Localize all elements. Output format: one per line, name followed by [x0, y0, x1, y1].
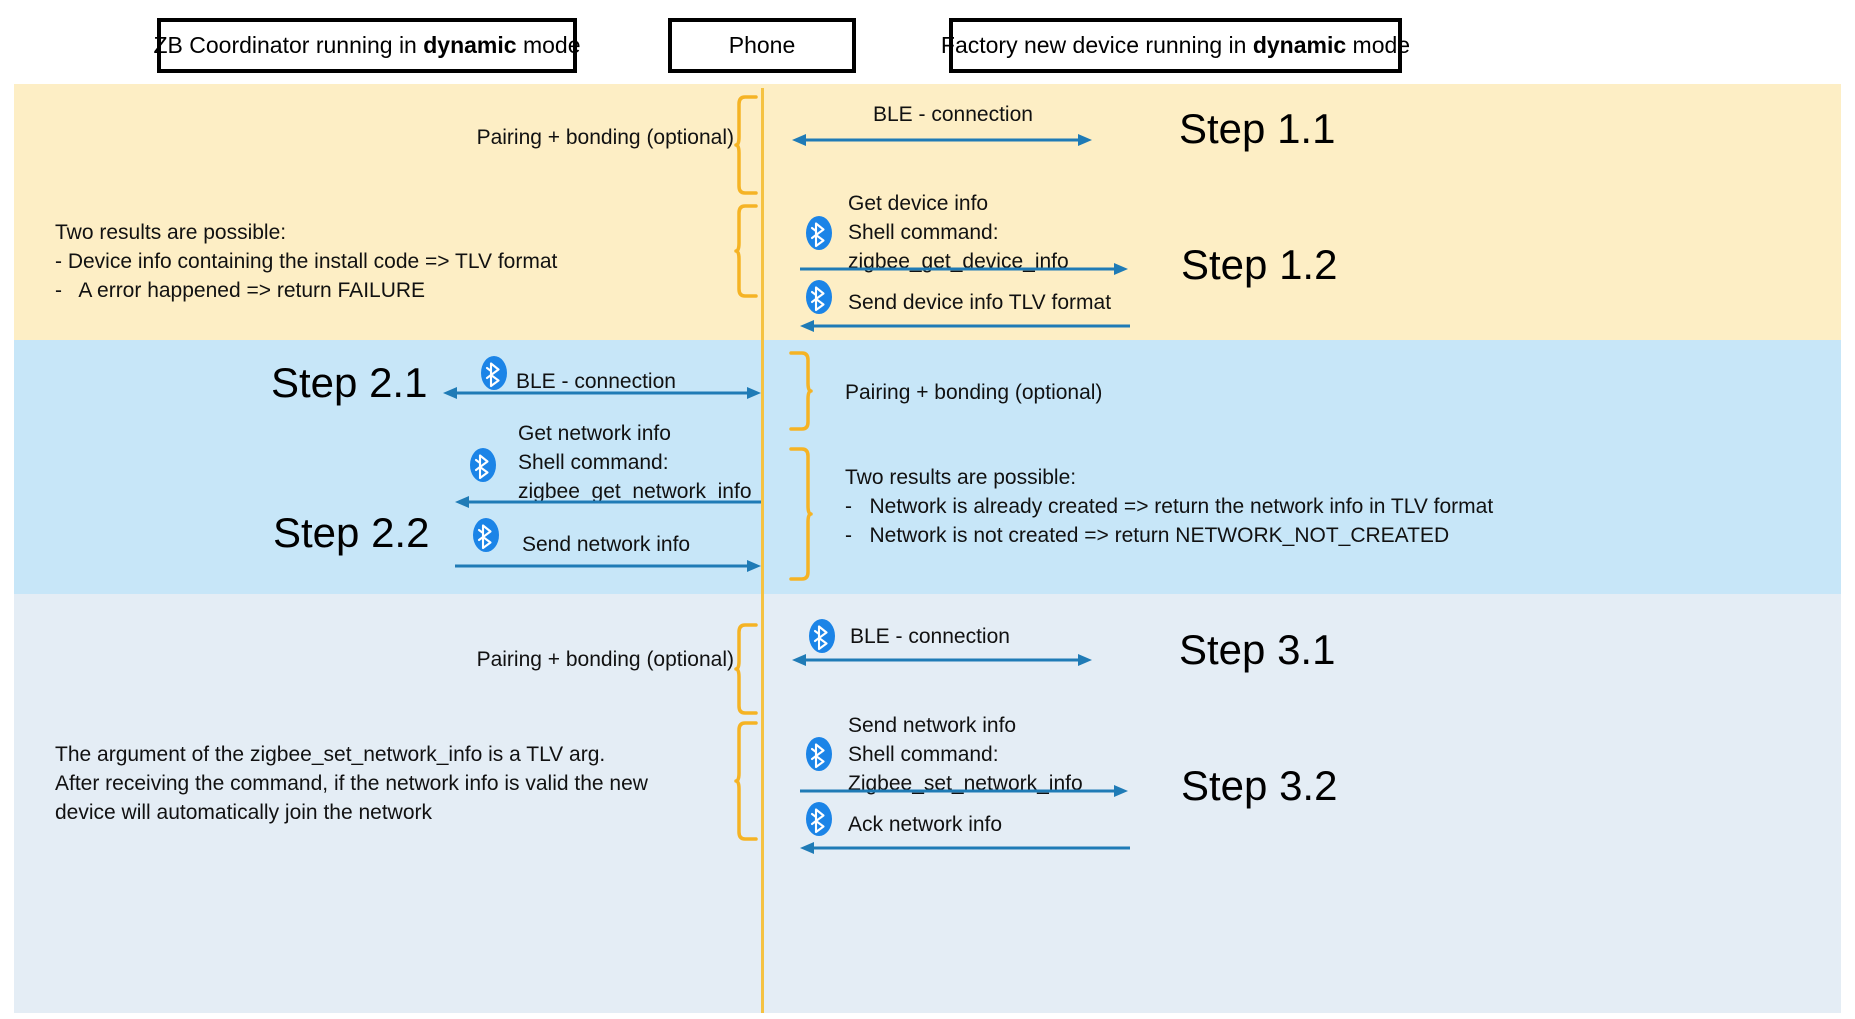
bluetooth-icon-get-device-info — [806, 216, 832, 250]
phone-lifeline — [761, 88, 764, 1013]
message-ble-connection-2: BLE - connection — [516, 370, 676, 393]
annotation-pairing-2: Pairing + bonding (optional) — [845, 381, 1103, 404]
message-ack-network-info: Ack network info — [848, 813, 1003, 836]
bluetooth-icon-ble-connection-3 — [809, 619, 835, 653]
message-ble-connection-3: BLE - connection — [850, 625, 1010, 648]
bluetooth-icon-get-network-info — [470, 448, 496, 482]
message-send-network-info-3: Send network info Shell command: Zigbee_… — [848, 714, 1083, 795]
brace-step-3-2 — [734, 721, 758, 841]
annotation-pairing-3: Pairing + bonding (optional) — [476, 648, 734, 671]
bluetooth-icon-ack-network-info — [806, 802, 832, 836]
brace-step-3-1 — [734, 623, 758, 715]
arrow-ble-connection-3 — [792, 652, 1092, 668]
message-get-network-info: Get network info Shell command: zigbee_g… — [518, 422, 752, 503]
step-label-2-1: Step 2.1 — [271, 359, 428, 406]
step-label-3-2: Step 3.2 — [1181, 762, 1338, 809]
step-label-3-1: Step 3.1 — [1179, 626, 1336, 673]
header-factory-device[interactable]: Factory new device running in dynamic mo… — [941, 18, 1410, 73]
brace-step-1-1 — [734, 95, 758, 195]
band-step-1 — [14, 84, 1841, 340]
annotation-results-2: Two results are possible: - Network is a… — [845, 466, 1494, 547]
annotation-note-3: The argument of the zigbee_set_network_i… — [55, 743, 648, 824]
arrow-send-network-info-2 — [455, 558, 761, 574]
annotation-results-1: Two results are possible: - Device info … — [55, 221, 558, 302]
bluetooth-icon-send-network-info-2 — [473, 518, 499, 552]
step-label-1-2: Step 1.2 — [1181, 241, 1338, 288]
header-zb-coordinator-label: ZB Coordinator running in dynamic mode — [153, 31, 581, 58]
arrow-send-network-info-3 — [800, 783, 1128, 799]
arrow-ack-network-info — [800, 840, 1130, 856]
message-ble-connection-1: BLE - connection — [873, 103, 1033, 126]
message-send-network-info-2: Send network info — [522, 533, 691, 556]
header-phone[interactable]: Phone — [668, 18, 856, 73]
header-phone-label: Phone — [728, 31, 796, 58]
step-label-1-1: Step 1.1 — [1179, 105, 1336, 152]
header-zb-coordinator[interactable]: ZB Coordinator running in dynamic mode — [153, 18, 581, 73]
arrow-get-network-info — [455, 494, 761, 510]
band-step-3 — [14, 594, 1841, 1013]
brace-step-2-2 — [789, 447, 813, 581]
annotation-pairing-1: Pairing + bonding (optional) — [476, 126, 734, 149]
band-step-2 — [14, 340, 1841, 594]
step-label-2-2: Step 2.2 — [273, 509, 430, 556]
bluetooth-icon-ble-connection-2 — [481, 356, 507, 390]
arrow-send-device-info — [800, 318, 1130, 334]
bluetooth-icon-send-device-info — [806, 280, 832, 314]
brace-step-1-2 — [734, 204, 758, 298]
arrow-ble-connection-2 — [443, 385, 761, 401]
header-factory-device-label: Factory new device running in dynamic mo… — [940, 31, 1411, 58]
arrow-ble-connection-1 — [792, 132, 1092, 148]
brace-step-2-1 — [789, 351, 813, 431]
arrow-get-device-info — [800, 261, 1128, 277]
bluetooth-icon-send-network-info-3 — [806, 737, 832, 771]
message-get-device-info: Get device info Shell command: zigbee_ge… — [848, 192, 1069, 273]
message-send-device-info: Send device info TLV format — [848, 291, 1112, 314]
